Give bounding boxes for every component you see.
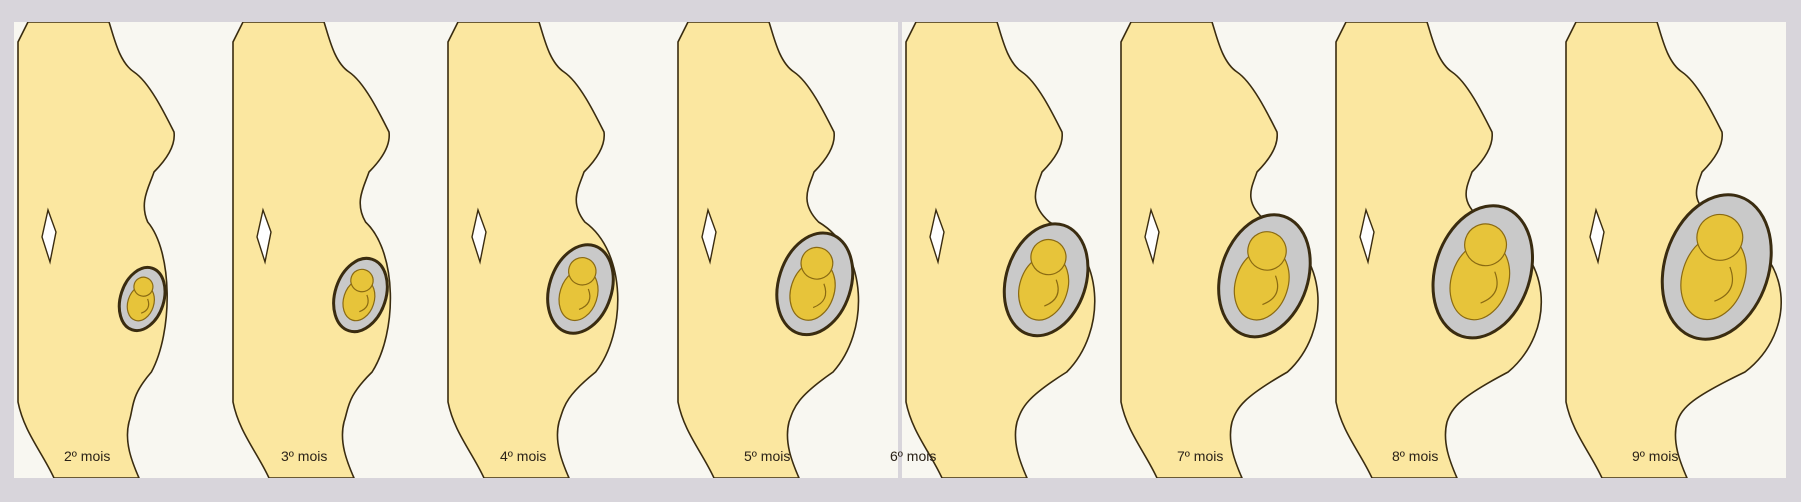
stage-label: 9º mois [1632,448,1679,464]
arm-gap [1589,207,1605,265]
fetus-limb [1480,271,1498,304]
fetus-limb [812,283,827,309]
profile-silhouette [1120,22,1319,478]
arm-gap [929,207,945,265]
stage-panel: 6º mois [890,22,1132,478]
fetus-head [350,268,374,293]
right-image-panel: 6º mois 7º mois 8º mois 9º mois [890,22,1786,478]
body-outline [232,22,392,478]
arm-gap [256,207,272,265]
stage-label: 6º mois [890,448,937,464]
profile-silhouette [1335,22,1543,478]
stage-panel: 9º mois [1562,22,1792,478]
stage-label: 8º mois [1392,448,1439,464]
fetus-limb [140,298,150,314]
fetus-limb [1262,275,1279,306]
fetus-head [568,256,597,286]
stage-panel: 8º mois [1332,22,1562,478]
body-outline [447,22,619,478]
fetus-head [1464,223,1508,267]
fetus-head [1030,238,1067,276]
stage-panel: 5º mois [674,22,904,478]
profile-silhouette [905,22,1096,478]
profile-silhouette [17,22,175,478]
fetus-head [1696,213,1744,261]
fetus-head [133,276,154,297]
stage-panel: 7º mois [1117,22,1347,478]
arm-gap [41,207,57,265]
profile-silhouette [447,22,619,478]
fetus-limb [578,288,591,311]
arm-gap [1144,207,1160,265]
fetus-head [1247,231,1287,271]
fetus-limb [1044,279,1059,307]
body-outline [17,22,175,478]
profile-silhouette [232,22,392,478]
stage-panel: 4º mois [444,22,674,478]
stage-label: 4º mois [500,448,547,464]
stage-panel: 3º mois [229,22,459,478]
profile-silhouette [677,22,860,478]
left-image-panel: 2º mois 3º mois 4º mois 5º mois [14,22,898,478]
stage-label: 3º mois [281,448,328,464]
fetus-limb [359,294,369,313]
arm-gap [701,207,717,265]
stage-label: 2º mois [64,448,111,464]
stage-label: 5º mois [744,448,791,464]
profile-silhouette [1565,22,1782,478]
arm-gap [1359,207,1375,265]
fetus-limb [1714,266,1734,302]
fetus-head [800,246,834,280]
stage-label: 7º mois [1177,448,1224,464]
arm-gap [471,207,487,265]
stage-panel: 2º mois [14,22,244,478]
